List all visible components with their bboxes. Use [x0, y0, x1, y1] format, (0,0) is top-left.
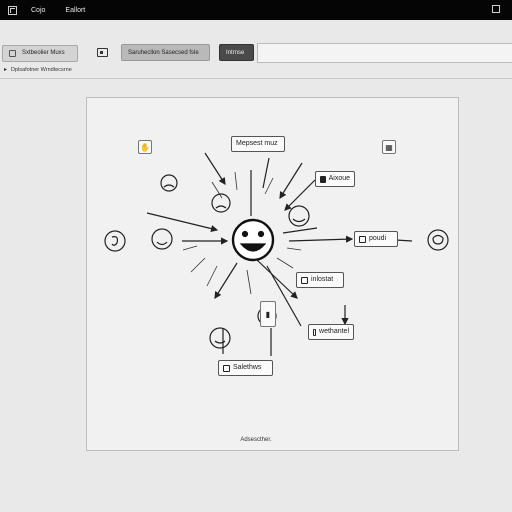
smiley-small-icon	[151, 228, 173, 250]
face-icon	[209, 327, 231, 349]
node-label-right-low-text: inlostat	[311, 276, 334, 283]
menubar: Cojo Eallort	[0, 0, 512, 20]
burst-stroke	[234, 171, 238, 191]
diagram-svg	[104, 152, 449, 356]
brain-icon	[427, 229, 449, 251]
insert-button[interactable]: Intrnse	[219, 44, 254, 61]
connector-line	[262, 157, 270, 189]
window-icon[interactable]	[8, 5, 17, 15]
burst-stroke	[190, 257, 206, 273]
menu-item-eallort[interactable]: Eallort	[65, 6, 86, 14]
chevron-right-icon[interactable]: ▸	[4, 67, 8, 73]
connector-arrow	[279, 162, 303, 200]
status-text: Adsescther.	[240, 437, 272, 443]
sad-face-icon	[211, 193, 231, 213]
tag-icon	[223, 364, 230, 372]
hand-icon[interactable]: ▮	[260, 301, 276, 327]
burst-stroke	[206, 265, 218, 287]
burst-stroke	[286, 247, 302, 251]
sidebar-toggle-label: Sxtbeolier Muxs	[22, 50, 65, 56]
connector-arrow	[284, 179, 316, 211]
node-label-right-bottom-text: wethantel	[319, 328, 349, 335]
pin-icon	[359, 235, 366, 243]
sidebar-toggle-button[interactable]: Sxtbeolier Muxs	[2, 45, 78, 62]
node-label-right-top-text: Aixoue	[328, 175, 350, 182]
panel-icon	[9, 50, 16, 57]
connector-arrow	[146, 212, 219, 233]
toolbar-field[interactable]	[257, 43, 512, 63]
node-label-top-text: Mepsest muz	[236, 140, 278, 147]
connector-arrow	[288, 235, 354, 243]
node-label-right-mid-text: poudi	[369, 235, 387, 242]
toolbar: Sxtbeolier Muxs Saruhecllon Sasecsed fsl…	[0, 38, 512, 68]
burst-stroke	[182, 245, 198, 251]
smiley-center-icon	[231, 218, 275, 262]
node-label-right-mid[interactable]: poudi	[354, 231, 398, 247]
burst-stroke	[246, 269, 252, 295]
node-label-top[interactable]: Mepsest muz	[231, 136, 285, 152]
connector-arrow	[266, 265, 302, 327]
lock-icon	[320, 175, 326, 183]
ear-icon	[104, 230, 126, 252]
menu-item-cojo[interactable]: Cojo	[31, 6, 46, 14]
image-icon[interactable]	[97, 48, 108, 57]
burst-stroke	[211, 181, 223, 199]
connector-arrow	[256, 259, 298, 299]
node-label-right-bottom[interactable]: wethantel	[308, 324, 354, 340]
connector-arrow	[204, 152, 226, 186]
grid-icon[interactable]: ▦	[382, 140, 396, 154]
node-label-right-low[interactable]: inlostat	[296, 272, 344, 288]
burst-stroke	[276, 257, 294, 269]
node-label-bottom-text: Salethws	[233, 364, 262, 371]
node-label-bottom[interactable]: Salethws	[218, 360, 273, 376]
diagram-canvas[interactable]: Mepsest muz ✋ ▦ Aixoue poudi inlostat we…	[86, 97, 459, 451]
breadcrumb: ▸ Dplsafotner Wrndtecsrne	[4, 66, 72, 74]
window-control-icon[interactable]	[492, 5, 500, 13]
divider	[0, 78, 512, 79]
hands-icon[interactable]: ✋	[138, 140, 152, 154]
sun-face-icon	[288, 205, 310, 227]
connector-line	[282, 227, 318, 234]
breadcrumb-text: Dplsafotner Wrndtecsrne	[11, 66, 72, 73]
burst-stroke	[264, 177, 274, 195]
connector-arrow	[214, 262, 238, 300]
frown-icon	[160, 174, 178, 192]
node-label-right-top[interactable]: Aixoue	[315, 171, 355, 187]
selection-button[interactable]: Saruhecllon Sasecsed fsle	[121, 44, 210, 61]
check-icon	[313, 328, 317, 336]
stack-icon	[301, 276, 308, 284]
